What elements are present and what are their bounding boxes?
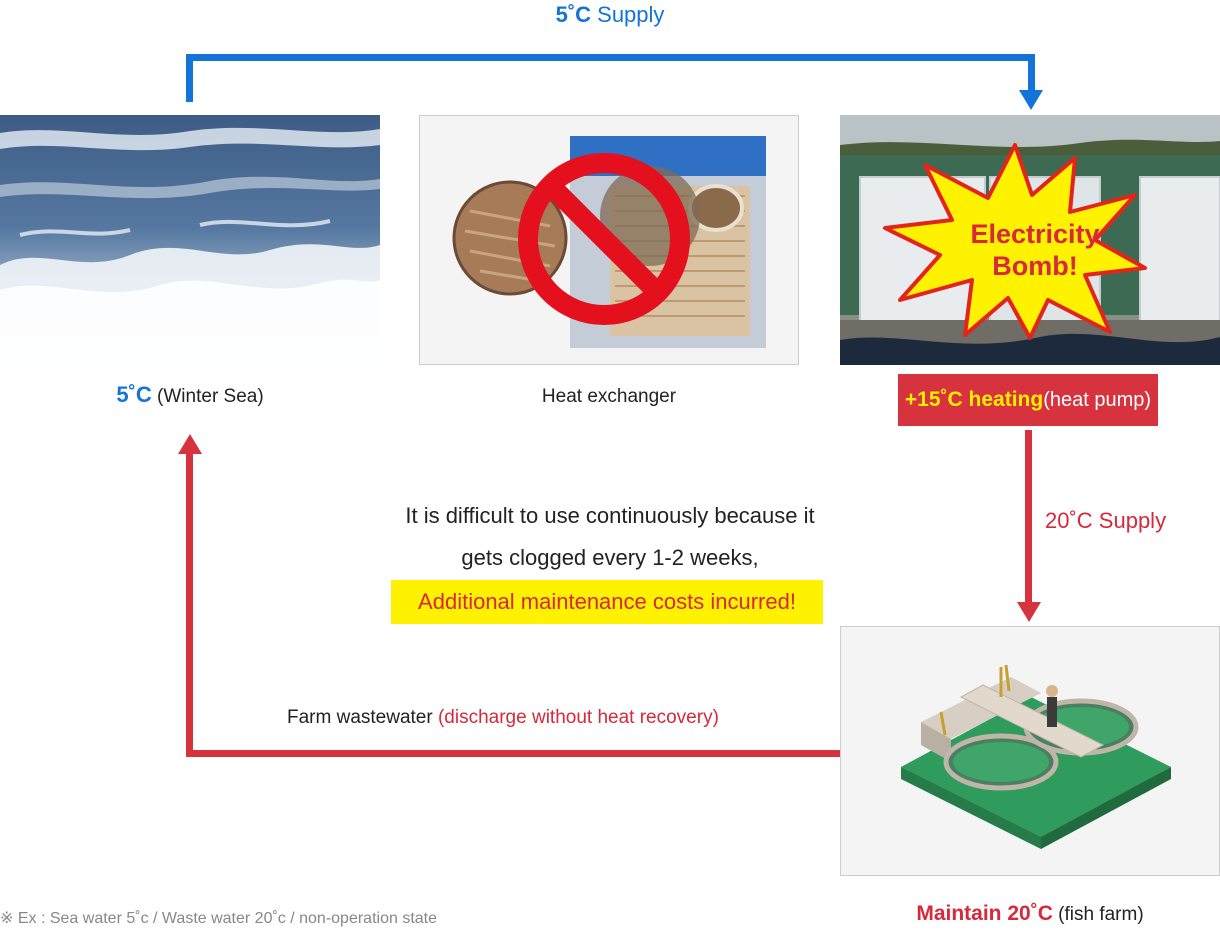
heating-value: +15˚C heating [904, 388, 1044, 411]
arrow-down-icon [1019, 90, 1043, 110]
arrow-down-icon [1017, 602, 1041, 622]
blue-line-left [186, 54, 193, 102]
winter-sea-photo [0, 115, 380, 365]
prohibition-icon [518, 153, 690, 325]
heat-exchanger-caption: Heat exchanger [541, 386, 677, 407]
wastewater-text: Farm wastewater [287, 707, 433, 728]
top-supply-temp: 5˚C [555, 2, 592, 27]
fish-farm-illustration [840, 626, 1220, 876]
bomb-line-1: Electricity [970, 219, 1100, 249]
side-supply-label: 20˚C Supply [1045, 508, 1167, 533]
red-line-bottom [186, 750, 840, 757]
message-line-2: gets clogged every 1-2 weeks, [461, 545, 759, 570]
top-supply-text: Supply [591, 2, 665, 27]
winter-sea-caption: 5˚C (Winter Sea) [0, 382, 380, 408]
red-line-left [186, 452, 193, 757]
sea-temp: 5˚C [116, 382, 152, 407]
red-line-right [1025, 430, 1032, 606]
footnote: ※ Ex : Sea water 5˚c / Waste water 20˚c … [0, 910, 438, 927]
heating-badge: +15˚C heating (heat pump) [898, 374, 1158, 426]
blue-line-top [186, 54, 1035, 61]
sea-desc: (Winter Sea) [151, 386, 264, 407]
bomb-line-2: Bomb! [992, 251, 1078, 281]
heating-desc: (heat pump) [1043, 388, 1152, 411]
starburst-icon [883, 143, 1147, 340]
blue-line-right [1028, 54, 1035, 94]
top-supply-label: 5˚C Supply [0, 2, 1220, 28]
fish-farm-caption: Maintain 20˚C (fish farm) [840, 902, 1220, 926]
arrow-up-icon [178, 434, 202, 454]
farm-desc: (fish farm) [1052, 904, 1144, 925]
wastewater-desc: (discharge without heat recovery) [432, 707, 719, 728]
maintenance-highlight: Additional maintenance costs incurred! [391, 580, 823, 624]
electricity-bomb-text: Electricity Bomb! [940, 218, 1130, 282]
farm-maintain: Maintain 20˚C [916, 902, 1053, 925]
message-line-1: It is difficult to use continuously beca… [405, 503, 815, 528]
wastewater-label: Farm wastewater (discharge without heat … [287, 707, 719, 729]
